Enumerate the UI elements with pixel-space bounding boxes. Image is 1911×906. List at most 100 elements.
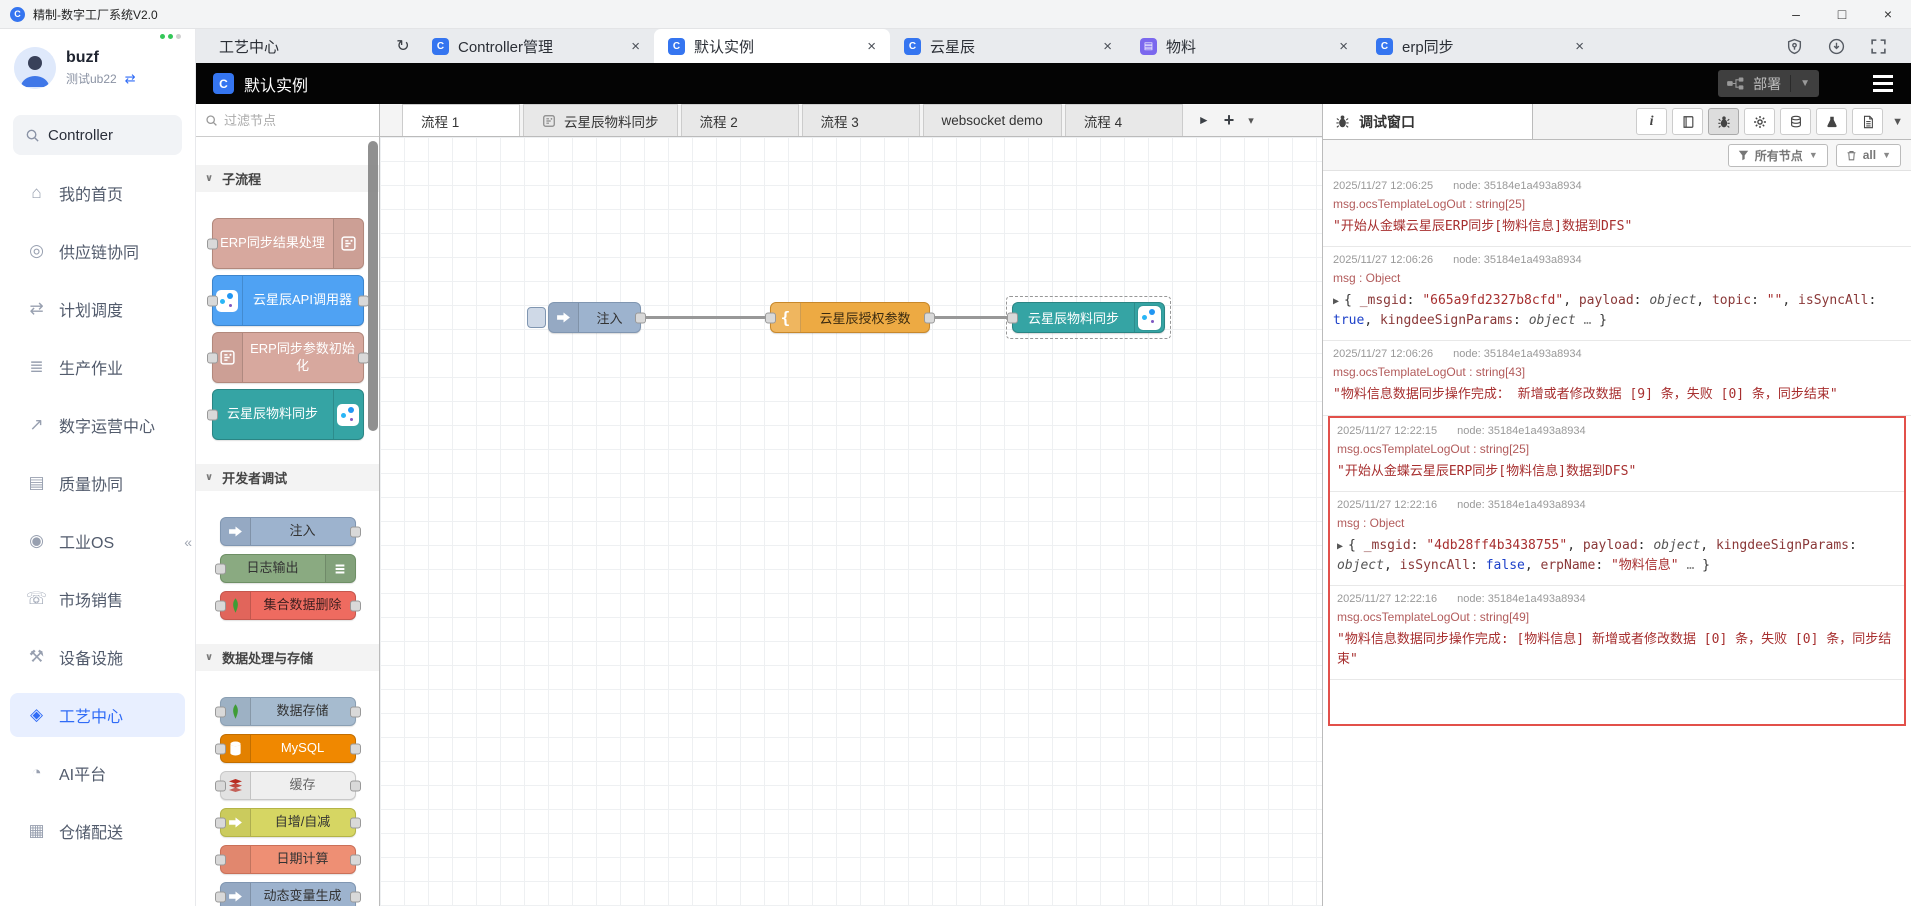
flow-tab-流程 2[interactable]: 流程 2 — [680, 104, 799, 136]
palette-node-云星辰物料同步[interactable]: 云星辰物料同步 — [206, 389, 364, 440]
doc-button[interactable] — [1852, 108, 1884, 135]
object-segment: kingdeeSignParams — [1379, 313, 1514, 329]
minimize-button[interactable]: – — [1792, 6, 1800, 22]
flask-icon — [1825, 115, 1839, 129]
expand-icon[interactable] — [1870, 38, 1887, 55]
shield-icon[interactable] — [1786, 38, 1803, 55]
clear-log-button[interactable]: all ▼ — [1835, 143, 1901, 167]
config-nodes-button[interactable] — [1744, 108, 1776, 135]
close-icon[interactable]: × — [1103, 37, 1112, 55]
palette-node-日期计算[interactable]: 日期计算 — [214, 845, 361, 874]
palette-node-ERP同步结果处理[interactable]: ERP同步结果处理 — [206, 218, 364, 269]
flow-tab-流程 3[interactable]: 流程 3 — [801, 104, 920, 136]
sidebar-options-caret-icon[interactable]: ▼ — [1892, 115, 1903, 128]
tab-物料[interactable]: ▤物料× — [1126, 29, 1362, 63]
deploy-button[interactable]: 部署 ▼ — [1718, 70, 1819, 97]
close-icon[interactable]: × — [867, 37, 876, 55]
palette-node-缓存[interactable]: 缓存 — [214, 771, 361, 800]
sidebar-item-digital-ops[interactable]: ↗数字运营中心 — [10, 403, 185, 447]
palette-section-开发者调试[interactable]: ∨开发者调试 — [196, 464, 379, 491]
sidebar-item-supply-chain[interactable]: ◎供应链协同 — [10, 229, 185, 273]
close-icon[interactable]: × — [1339, 37, 1348, 55]
info-tab-button[interactable]: i — [1636, 108, 1668, 135]
scroll-tabs-icon[interactable]: ► — [1197, 113, 1210, 127]
switch-account-icon[interactable]: ⇄ — [124, 70, 136, 86]
palette-section-子流程[interactable]: ∨子流程 — [196, 165, 379, 192]
change-node[interactable]: {云星辰授权参数 — [765, 302, 935, 333]
debug-message-property: msg.ocsTemplateLogOut : string[43] — [1333, 365, 1526, 380]
help-book-button[interactable] — [1672, 108, 1704, 135]
maximize-button[interactable]: □ — [1837, 6, 1847, 22]
list-icon — [333, 562, 347, 576]
sidebar-item-quality[interactable]: ▤质量协同 — [10, 461, 185, 505]
flow-tab-流程 1[interactable]: 流程 1 — [402, 104, 520, 136]
close-button[interactable]: × — [1883, 6, 1893, 22]
inject-button[interactable] — [527, 307, 546, 328]
palette-node-数据存储[interactable]: 数据存储 — [214, 697, 361, 726]
output-port[interactable] — [924, 312, 935, 323]
input-port[interactable] — [1007, 312, 1018, 323]
sidebar-search-input[interactable] — [48, 126, 168, 144]
refresh-icon[interactable]: ↻ — [396, 38, 410, 55]
input-port[interactable] — [765, 312, 776, 323]
palette-node-集合数据删除[interactable]: 集合数据删除 — [214, 591, 361, 620]
download-icon[interactable] — [1828, 38, 1845, 55]
deploy-label: 部署 — [1753, 75, 1782, 92]
context-data-button[interactable] — [1780, 108, 1812, 135]
debug-panel-tab[interactable]: 调试窗口 — [1323, 104, 1533, 139]
add-flow-button[interactable]: + — [1223, 109, 1235, 130]
palette-node-自增/自减[interactable]: 自增/自减 — [214, 808, 361, 837]
collapse-sidebar-icon[interactable]: « — [184, 534, 192, 550]
palette-section-数据处理与存储[interactable]: ∨数据处理与存储 — [196, 644, 379, 671]
sidebar-item-label: 数字运营中心 — [59, 419, 156, 436]
sidebar-item-process-center[interactable]: ◈工艺中心 — [10, 693, 185, 737]
palette-node-ERP同步参数初始化[interactable]: ERP同步参数初始化 — [206, 332, 369, 383]
flow-tab-云星辰物料同步[interactable]: 云星辰物料同步 — [523, 104, 678, 136]
expand-caret-icon[interactable]: ▶ — [1333, 296, 1340, 308]
chevron-down-icon: ▼ — [1808, 150, 1818, 160]
palette-node-注入[interactable]: 注入 — [219, 517, 361, 546]
inject-node[interactable]: 注入 — [548, 302, 646, 333]
object-segment: : — [1633, 293, 1650, 309]
sidebar-item-equipment[interactable]: ⚒设备设施 — [10, 635, 185, 679]
sidebar-item-industrial-os[interactable]: ◉工业OS — [10, 519, 185, 563]
palette-node-动态变量生成[interactable]: 动态变量生成 — [214, 882, 361, 906]
close-icon[interactable]: × — [1575, 37, 1584, 55]
output-port[interactable] — [635, 312, 646, 323]
test-flask-button[interactable] — [1816, 108, 1848, 135]
expand-caret-icon[interactable]: ▶ — [1337, 540, 1344, 552]
flow-tab-流程 4[interactable]: 流程 4 — [1064, 104, 1183, 136]
filter-nodes-button[interactable]: 所有节点 ▼ — [1727, 143, 1828, 167]
close-icon[interactable]: × — [631, 37, 640, 55]
sidebar-item-production[interactable]: ≣生产作业 — [10, 345, 185, 389]
sidebar-item-market-sales[interactable]: ☏市场销售 — [10, 577, 185, 621]
flow-list-caret-icon[interactable]: ▾ — [1248, 114, 1254, 127]
wire[interactable] — [638, 316, 774, 319]
tab-label: 工艺中心 — [219, 38, 280, 56]
sidebar-item-home[interactable]: ⌂我的首页 — [10, 171, 185, 215]
wire[interactable] — [927, 316, 1016, 319]
subflow-instance-node[interactable]: 云星辰物料同步 — [1006, 296, 1171, 339]
sidebar-item-plan-schedule[interactable]: ⇄计划调度 — [10, 287, 185, 331]
debug-messages-button[interactable] — [1708, 108, 1740, 135]
sidebar-item-label: 仓储配送 — [59, 825, 124, 842]
tab-工艺中心[interactable]: 工艺中心 — [196, 29, 388, 63]
subflow-icon — [212, 333, 243, 382]
avatar[interactable] — [14, 47, 56, 89]
palette-scrollbar[interactable] — [368, 141, 378, 431]
flow-canvas[interactable]: 注入 {云星辰授权参数 云星辰物料同步 — [380, 137, 1322, 906]
palette-filter-input[interactable] — [224, 112, 354, 128]
hamburger-menu-icon[interactable] — [1873, 75, 1893, 92]
palette-node-日志输出[interactable]: 日志输出 — [214, 554, 356, 583]
flow-tab-websocket demo[interactable]: websocket demo — [922, 104, 1062, 136]
info-icon: i — [1649, 113, 1654, 129]
palette-node-MySQL[interactable]: MySQL — [214, 734, 361, 763]
sidebar-item-warehouse[interactable]: ▦仓储配送 — [10, 809, 185, 853]
sidebar-item-ai-platform[interactable]: ◔AI平台 — [10, 751, 185, 795]
deploy-options-caret-icon[interactable]: ▼ — [1800, 78, 1810, 89]
palette-node-云星辰API调用器[interactable]: 云星辰API调用器 — [206, 275, 369, 326]
